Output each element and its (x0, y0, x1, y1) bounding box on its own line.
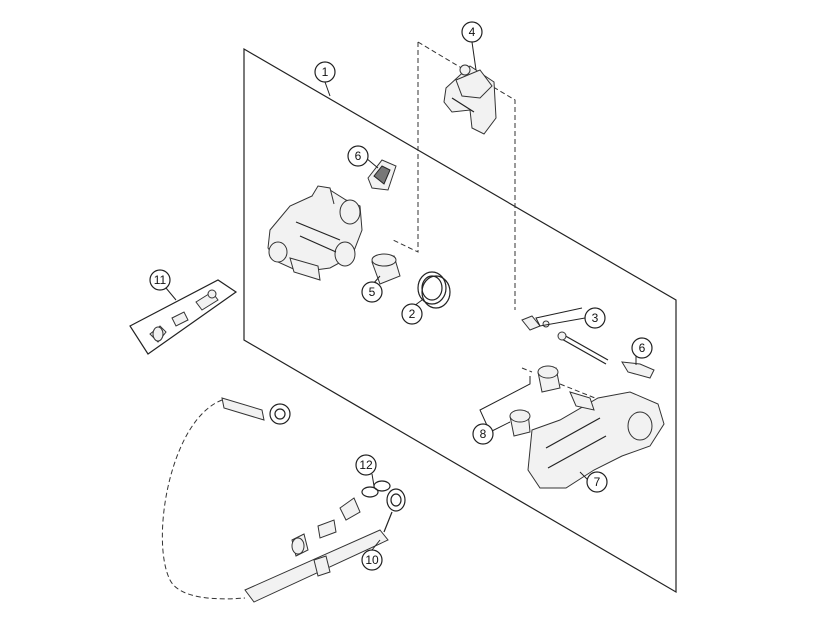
leader-1 (324, 81, 331, 97)
callout-6-upper: 6 (347, 145, 369, 167)
callout-6-lower-label: 6 (639, 341, 646, 355)
callout-10: 10 (361, 549, 383, 571)
bushings-part (509, 365, 601, 437)
leader-8b (489, 421, 511, 433)
bleeder-kit-part (149, 289, 219, 343)
callout-4-label: 4 (469, 25, 476, 39)
callout-12-label: 12 (359, 458, 373, 472)
brake-hose-part (161, 397, 406, 603)
leader-12 (371, 473, 375, 487)
banjo-bolt-part (291, 480, 391, 557)
leader-6a (365, 157, 379, 169)
pin-and-clips-part (521, 315, 609, 365)
callout-3: 3 (584, 307, 606, 329)
assembly-frame (243, 47, 677, 594)
caliper-bracket-part (527, 391, 665, 489)
leader-10 (371, 539, 381, 551)
callout-6-lower: 6 (631, 337, 653, 359)
seal-rings-part (417, 271, 451, 309)
callout-5: 5 (361, 281, 383, 303)
piston-part (371, 253, 401, 285)
callout-1-label: 1 (322, 65, 329, 79)
callout-10-label: 10 (365, 553, 379, 567)
pad-spring-part-lower (621, 361, 655, 379)
callout-2: 2 (401, 303, 423, 325)
leader-4 (471, 41, 477, 71)
brake-pad-dashed-frame (417, 41, 516, 310)
callout-11: 11 (149, 269, 171, 291)
callout-1: 1 (314, 61, 336, 83)
brake-caliper-part (267, 185, 363, 281)
leader-8 (479, 376, 531, 433)
callout-12: 12 (355, 454, 377, 476)
brake-pads-part (443, 64, 497, 135)
callout-4: 4 (461, 21, 483, 43)
callout-6-upper-label: 6 (355, 149, 362, 163)
callout-11-label: 11 (154, 273, 167, 287)
pad-spring-part-upper (367, 159, 397, 191)
leader-3 (535, 307, 586, 327)
callout-8-label: 8 (480, 427, 487, 441)
callout-7-label: 7 (594, 475, 601, 489)
callout-8: 8 (472, 423, 494, 445)
callout-5-label: 5 (369, 285, 376, 299)
callout-3-label: 3 (592, 311, 599, 325)
callout-2-label: 2 (409, 307, 416, 321)
brake-pad-dashed-link (392, 42, 419, 253)
leader-11 (165, 287, 177, 301)
callout-7: 7 (586, 471, 608, 493)
bleeder-kit-frame (129, 279, 238, 355)
